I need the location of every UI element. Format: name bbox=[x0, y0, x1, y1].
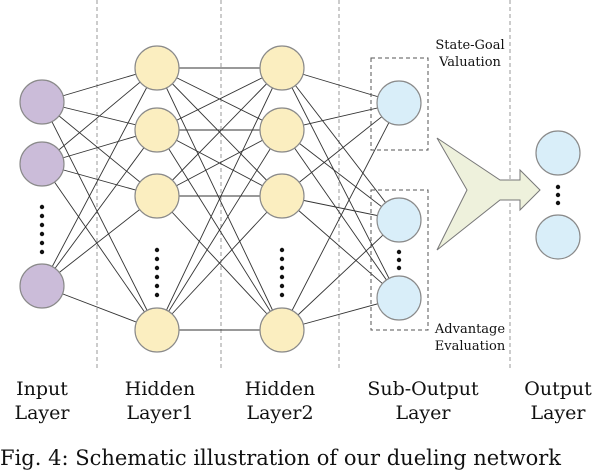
hidden-layer1-label-line1: Hidden bbox=[124, 378, 196, 400]
advantage-annotation: Advantage Evaluation bbox=[425, 321, 515, 355]
output-layer-label: Output Layer bbox=[516, 377, 600, 425]
output-layer-label-line1: Output bbox=[524, 378, 592, 400]
sub-output-neuron bbox=[376, 275, 422, 321]
advantage-box bbox=[370, 189, 429, 331]
neurons bbox=[19, 45, 581, 353]
output-layer-label-line2: Layer bbox=[530, 402, 586, 424]
sub-output-layer-label: Sub-Output Layer bbox=[358, 377, 488, 425]
input-neuron bbox=[19, 141, 65, 187]
edge-hidden1-hidden2 bbox=[156, 129, 283, 197]
edge-hidden2-suboutput bbox=[281, 195, 400, 299]
hidden2-ellipsis-dot bbox=[279, 256, 285, 262]
figure-caption: Fig. 4: Schematic illustration of our du… bbox=[0, 446, 561, 470]
hidden2-ellipsis-dot bbox=[279, 292, 285, 298]
input-ellipsis-dot bbox=[39, 231, 45, 237]
hidden1-ellipsis-dot bbox=[154, 265, 160, 271]
edge-hidden1-hidden2 bbox=[156, 195, 283, 331]
state-goal-box bbox=[370, 57, 429, 151]
hidden2-neuron bbox=[259, 307, 305, 353]
hidden1-ellipsis-dot bbox=[154, 256, 160, 262]
advantage-line1: Advantage bbox=[434, 322, 506, 337]
edge-hidden2-suboutput bbox=[281, 129, 400, 221]
merge-arrow bbox=[436, 137, 541, 251]
hidden-layer2-label-line1: Hidden bbox=[244, 378, 316, 400]
output-neuron bbox=[535, 214, 581, 260]
input-layer-label-line1: Input bbox=[16, 378, 68, 400]
edge-hidden2-suboutput bbox=[281, 129, 400, 299]
edge-hidden2-suboutput bbox=[281, 102, 400, 331]
edge-hidden1-hidden2 bbox=[156, 67, 283, 197]
hidden1-neuron bbox=[134, 45, 180, 91]
edge-input-hidden1 bbox=[41, 67, 158, 165]
sub-output-ellipsis-dot bbox=[396, 265, 402, 271]
hidden-layer1-label: Hidden Layer1 bbox=[110, 377, 210, 425]
edge-input-hidden1 bbox=[41, 195, 158, 287]
hidden1-neuron bbox=[134, 107, 180, 153]
sub-output-layer-label-line1: Sub-Output bbox=[367, 378, 479, 400]
hidden1-neuron bbox=[134, 173, 180, 219]
sub-output-ellipsis-dot bbox=[396, 249, 402, 255]
edge-hidden2-suboutput bbox=[281, 219, 400, 331]
ellipsis-dots bbox=[39, 184, 561, 298]
hidden1-ellipsis-dot bbox=[154, 283, 160, 289]
hidden2-ellipsis-dot bbox=[279, 265, 285, 271]
output-ellipsis-dot bbox=[555, 200, 561, 206]
edge-input-hidden1 bbox=[41, 67, 158, 287]
edge-hidden2-suboutput bbox=[281, 67, 400, 299]
input-ellipsis-dot bbox=[39, 222, 45, 228]
input-layer-label-line2: Layer bbox=[14, 402, 70, 424]
edge-input-hidden1 bbox=[41, 101, 158, 331]
edge-hidden1-hidden2 bbox=[156, 129, 283, 331]
edge-input-hidden1 bbox=[41, 163, 158, 331]
edge-hidden1-hidden2 bbox=[156, 67, 283, 331]
hidden-layer1-label-line2: Layer1 bbox=[126, 402, 194, 424]
output-ellipsis-dot bbox=[555, 184, 561, 190]
state-goal-line1: State-Goal bbox=[435, 38, 505, 53]
input-neuron bbox=[19, 79, 65, 125]
hidden2-ellipsis-dot bbox=[279, 274, 285, 280]
hidden-layer2-label-line2: Layer2 bbox=[246, 402, 314, 424]
output-neuron bbox=[535, 130, 581, 176]
input-ellipsis-dot bbox=[39, 204, 45, 210]
sub-output-neuron bbox=[376, 80, 422, 126]
edge-input-hidden1 bbox=[41, 129, 158, 287]
sub-output-layer-label-line2: Layer bbox=[395, 402, 451, 424]
hidden1-ellipsis-dot bbox=[154, 274, 160, 280]
advantage-line2: Evaluation bbox=[434, 339, 506, 354]
input-ellipsis-dot bbox=[39, 249, 45, 255]
input-neuron bbox=[19, 263, 65, 309]
hidden1-ellipsis-dot bbox=[154, 247, 160, 253]
hidden2-ellipsis-dot bbox=[279, 283, 285, 289]
hidden2-neuron bbox=[259, 45, 305, 91]
edge-hidden2-suboutput bbox=[281, 102, 400, 197]
edge-input-hidden1 bbox=[41, 101, 158, 197]
sub-output-ellipsis-dot bbox=[396, 257, 402, 263]
hidden2-ellipsis-dot bbox=[279, 247, 285, 253]
edge-hidden1-hidden2 bbox=[156, 67, 283, 131]
input-layer-label: Input Layer bbox=[0, 377, 84, 425]
input-ellipsis-dot bbox=[39, 240, 45, 246]
edge-hidden2-suboutput bbox=[281, 67, 400, 221]
output-ellipsis-dot bbox=[555, 192, 561, 198]
hidden1-ellipsis-dot bbox=[154, 292, 160, 298]
state-goal-line2: Valuation bbox=[439, 55, 501, 70]
state-goal-annotation: State-Goal Valuation bbox=[425, 37, 515, 71]
input-ellipsis-dot bbox=[39, 213, 45, 219]
hidden2-neuron bbox=[259, 107, 305, 153]
sub-output-neuron bbox=[376, 197, 422, 243]
hidden-layer2-label: Hidden Layer2 bbox=[230, 377, 330, 425]
hidden1-neuron bbox=[134, 307, 180, 353]
hidden2-neuron bbox=[259, 173, 305, 219]
